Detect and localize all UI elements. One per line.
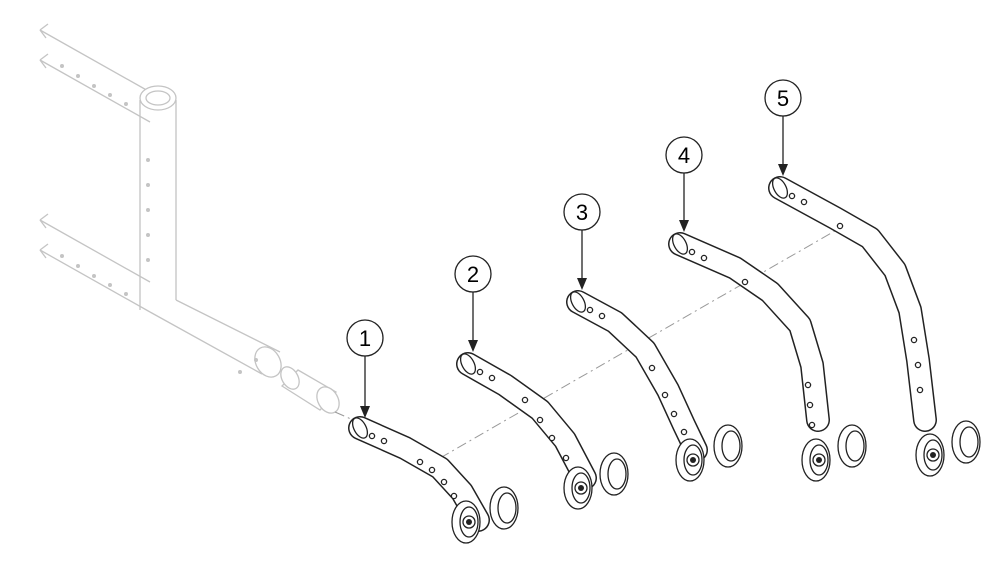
adjustment-hole bbox=[741, 278, 749, 286]
caster-wheel bbox=[915, 433, 945, 477]
tube-end bbox=[351, 417, 369, 439]
ghost-holes bbox=[60, 64, 258, 374]
caster-wheel bbox=[489, 486, 519, 530]
caster-fork-3 bbox=[566, 290, 743, 482]
ghost-insert-sleeve bbox=[280, 366, 340, 414]
callout-5: 5 bbox=[764, 79, 802, 176]
callout-label-1: 1 bbox=[359, 326, 371, 351]
caster-wheel bbox=[563, 466, 593, 510]
caster-wheel bbox=[599, 452, 629, 496]
adjustment-hole bbox=[700, 254, 708, 262]
caster-fork-2 bbox=[456, 352, 629, 510]
adjustment-hole bbox=[598, 312, 606, 320]
adjustment-hole bbox=[440, 478, 448, 486]
ghost-frame bbox=[39, 23, 340, 414]
caster-fork-1 bbox=[348, 416, 519, 544]
adjustment-hole bbox=[562, 454, 570, 462]
callout-label-5: 5 bbox=[777, 86, 789, 111]
fork-tube-body bbox=[567, 291, 707, 461]
adjustment-hole bbox=[661, 391, 669, 399]
adjustment-hole bbox=[804, 381, 812, 389]
caster-wheel bbox=[801, 438, 831, 482]
adjustment-hole bbox=[670, 410, 678, 418]
assembly-centerline bbox=[334, 227, 841, 459]
fork-tube-body bbox=[669, 233, 829, 431]
adjustment-hole bbox=[788, 192, 796, 200]
adjustment-hole bbox=[916, 386, 924, 394]
adjustment-hole bbox=[586, 306, 594, 314]
tube-end bbox=[671, 233, 689, 255]
adjustment-hole bbox=[428, 466, 436, 474]
adjustment-hole bbox=[836, 222, 844, 230]
adjustment-hole bbox=[910, 336, 918, 344]
adjustment-hole bbox=[416, 458, 424, 466]
adjustment-hole bbox=[688, 248, 696, 256]
tube-end bbox=[771, 177, 789, 199]
adjustment-hole bbox=[548, 434, 556, 442]
caster-wheel bbox=[713, 424, 743, 468]
adjustment-hole bbox=[380, 437, 388, 445]
caster-wheel bbox=[451, 500, 481, 544]
adjustment-hole bbox=[368, 432, 376, 440]
caster-fork-parts bbox=[348, 176, 981, 544]
adjustment-hole bbox=[450, 492, 458, 500]
caster-fork-4 bbox=[668, 232, 867, 482]
callout-label-4: 4 bbox=[678, 143, 690, 168]
caster-fork-5 bbox=[768, 176, 981, 477]
callout-2: 2 bbox=[454, 255, 492, 352]
adjustment-hole bbox=[914, 361, 922, 369]
tube-end bbox=[459, 353, 477, 375]
callout-1: 1 bbox=[346, 319, 384, 418]
callout-3: 3 bbox=[563, 193, 601, 290]
adjustment-hole bbox=[536, 416, 544, 424]
tube-end bbox=[569, 291, 587, 313]
adjustment-hole bbox=[648, 364, 656, 372]
adjustment-hole bbox=[806, 401, 814, 409]
callout-label-2: 2 bbox=[467, 262, 479, 287]
caster-wheel bbox=[951, 420, 981, 464]
callout-4: 4 bbox=[665, 136, 703, 232]
fork-tube-body bbox=[769, 177, 936, 431]
callout-label-3: 3 bbox=[576, 200, 588, 225]
adjustment-hole bbox=[800, 198, 808, 206]
caster-wheel bbox=[675, 438, 705, 482]
adjustment-hole bbox=[680, 428, 688, 436]
caster-wheel bbox=[837, 424, 867, 468]
adjustment-hole bbox=[521, 396, 529, 404]
adjustment-hole bbox=[488, 374, 496, 382]
adjustment-hole bbox=[476, 368, 484, 376]
adjustment-hole bbox=[808, 421, 816, 429]
